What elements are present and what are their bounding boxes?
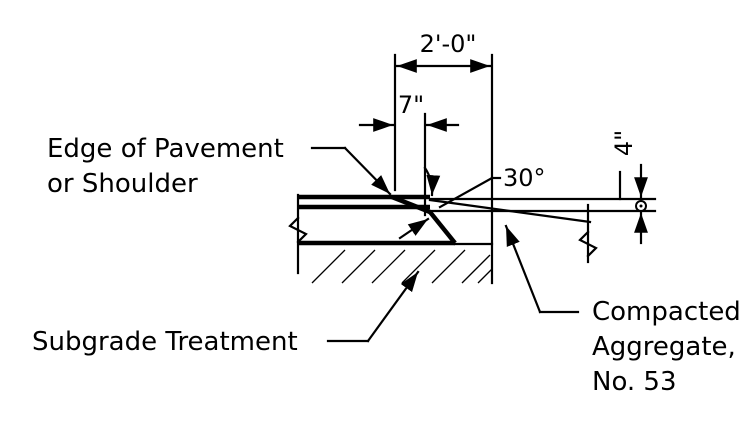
subgrade-hatching (311, 249, 493, 284)
dimension-4in: 4" (610, 130, 648, 245)
break-symbol-left (288, 216, 308, 244)
pavement-section (288, 193, 657, 275)
compacted-label-line2: Aggregate, (592, 332, 736, 362)
edge-label-line1: Edge of Pavement (47, 134, 284, 164)
compacted-aggregate-callout: Compacted Aggregate, No. 53 (504, 224, 741, 397)
compacted-label-line3: No. 53 (592, 367, 677, 397)
break-symbol-right (578, 230, 598, 258)
dim-2ft-text: 2'-0" (420, 30, 477, 58)
compacted-label-line1: Compacted (592, 297, 741, 327)
dim-4in-text: 4" (610, 130, 638, 156)
angle-30-callout: 30° (398, 164, 546, 240)
edge-bevel-upper (391, 194, 431, 215)
dimension-7in: 7" (358, 91, 460, 217)
edge-label-line2: or Shoulder (47, 169, 198, 199)
angle-tick-lower (398, 217, 430, 240)
compacted-leader-arrow (504, 224, 542, 314)
subgrade-label: Subgrade Treatment (32, 327, 298, 357)
edge-bevel-lower (428, 210, 457, 245)
angle-arc (423, 166, 441, 197)
angle-leader (438, 176, 494, 209)
edge-leader-arrow (343, 146, 392, 196)
dim-7in-text: 7" (398, 91, 424, 119)
subgrade-treatment-callout: Subgrade Treatment (32, 270, 420, 357)
angle-30-text: 30° (503, 164, 546, 192)
edge-of-pavement-callout: Edge of Pavement or Shoulder (47, 134, 392, 199)
subgrade-leader-arrow (366, 270, 420, 343)
dimension-2ft: 2'-0" (393, 30, 494, 285)
